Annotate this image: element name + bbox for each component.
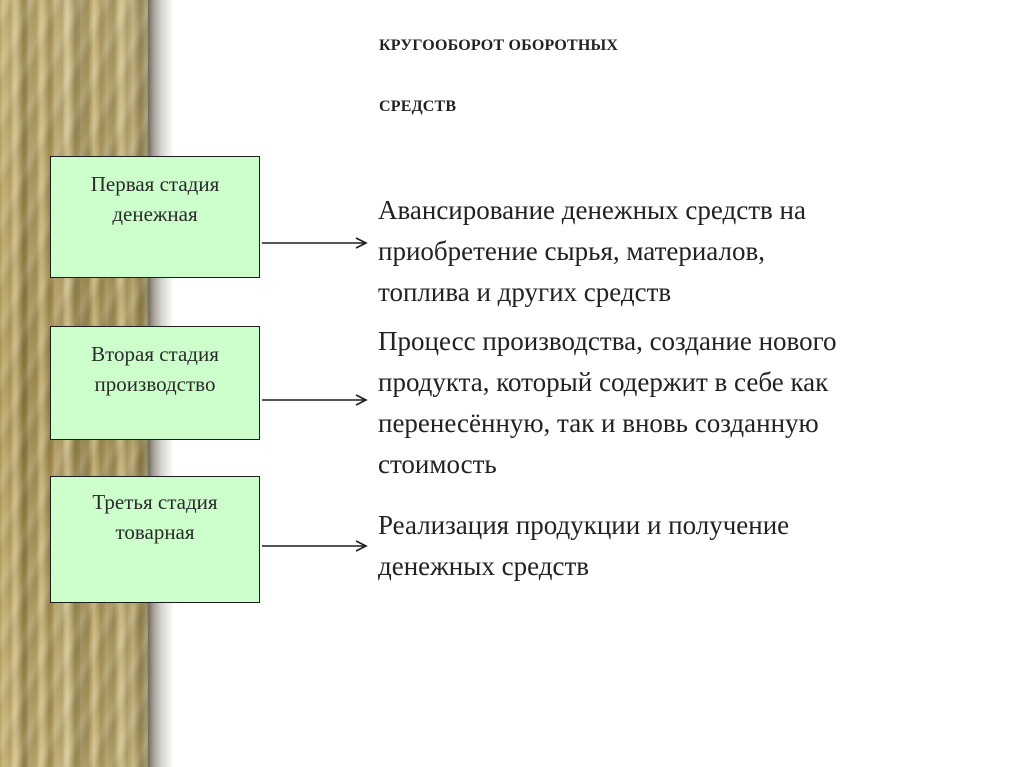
stage-description-first: Авансирование денежных средств на приобр…	[378, 190, 998, 313]
stage-label: Первая стадия	[90, 172, 220, 196]
description-line: перенесённую, так и вновь созданную	[378, 408, 819, 439]
stage-description-third: Реализация продукции и получение денежны…	[378, 505, 998, 587]
description-line: приобретение сырья, материалов,	[378, 236, 766, 267]
stage-description-second: Процесс производства, создание нового пр…	[378, 321, 998, 485]
slide-title-line-2: СРЕДСТВ	[379, 98, 457, 115]
description-line: продукта, который содержит в себе как	[378, 367, 829, 398]
description-line: Авансирование денежных средств на	[378, 195, 806, 225]
stage-box-first: Первая стадия денежная	[50, 156, 260, 278]
stage-label: Третья стадия	[92, 490, 218, 514]
arrow-connector-third	[262, 540, 368, 552]
stage-sublabel: товарная	[115, 520, 195, 545]
description-line: Реализация продукции и получение	[378, 510, 790, 540]
stage-box-third: Третья стадия товарная	[50, 476, 260, 603]
description-line: Процесс производства, создание нового	[378, 326, 837, 356]
description-line: стоимость	[378, 449, 497, 480]
stage-box-second: Вторая стадия производство	[50, 326, 260, 440]
description-line: топлива и других средств	[378, 277, 672, 308]
stage-sublabel: производство	[94, 372, 216, 397]
description-line: денежных средств	[378, 551, 590, 582]
slide-title-line-1: КРУГООБОРОТ ОБОРОТНЫХ	[379, 37, 619, 54]
stage-sublabel: денежная	[112, 202, 198, 227]
arrow-connector-first	[262, 237, 368, 249]
stage-label: Вторая стадия	[91, 342, 219, 366]
arrow-connector-second	[262, 394, 368, 406]
